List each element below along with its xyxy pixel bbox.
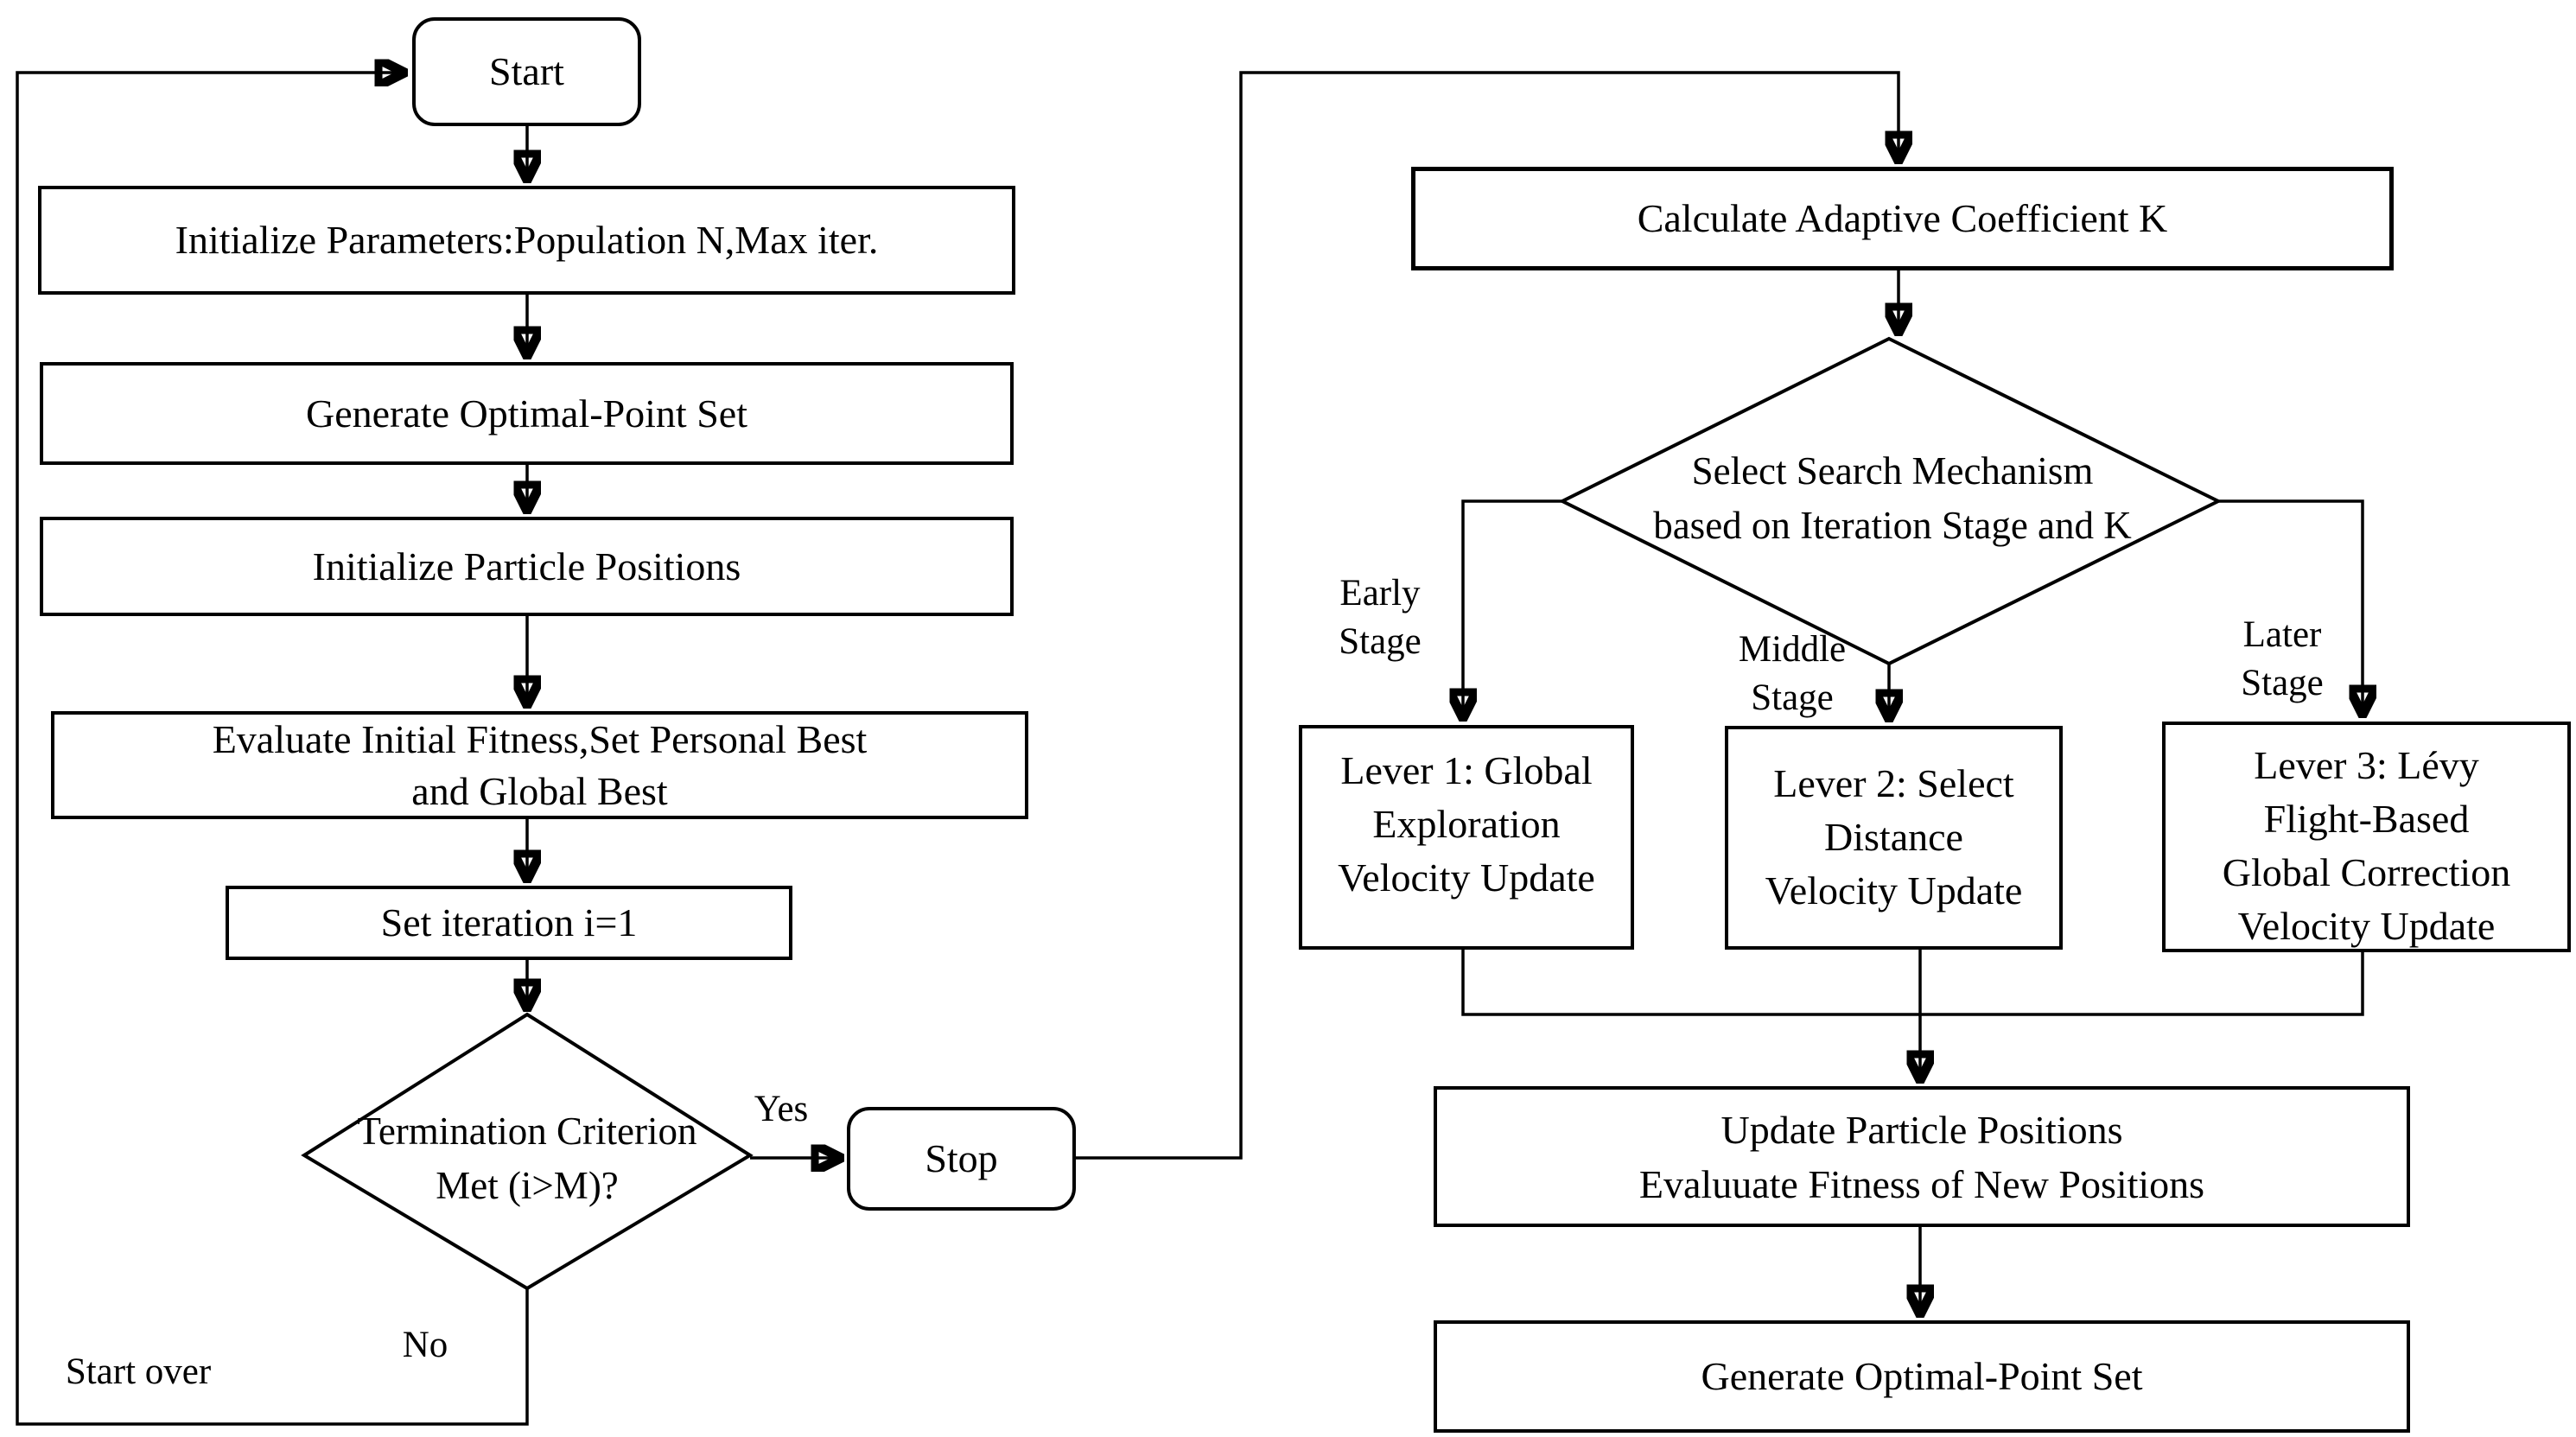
edge-label-start-over-text: Start over <box>65 1351 212 1392</box>
node-initialize-parameters: Initialize Parameters:Population N,Max i… <box>38 186 1015 295</box>
edge-label-early-stage: Early Stage <box>1294 569 1466 666</box>
edge-lever-collector <box>1461 950 2364 1016</box>
decision-select-shape <box>1558 336 2223 666</box>
node-initialize-parameters-label: Initialize Parameters:Population N,Max i… <box>175 218 879 262</box>
node-update-particle-positions-label: Update Particle Positions Evaluuate Fitn… <box>1638 1107 2205 1206</box>
decision-termination-shape <box>301 1012 754 1291</box>
node-initialize-particle-positions-label: Initialize Particle Positions <box>312 544 741 588</box>
node-calculate-adaptive-coefficient: Calculate Adaptive Coefficient K <box>1411 167 2394 270</box>
edge-label-yes-text: Yes <box>754 1089 809 1129</box>
node-evaluate-initial-fitness: Evaluate Initial Fitness,Set Personal Be… <box>51 711 1028 819</box>
edge-early-stage-to-lever1 <box>1463 499 1562 716</box>
edge-label-later-stage-text: Later Stage <box>2241 614 2324 703</box>
node-lever-1-label: Lever 1: Global Exploration Velocity Upd… <box>1338 748 1595 900</box>
node-start: Start <box>412 17 641 126</box>
edge-label-no: No <box>360 1321 490 1370</box>
node-calculate-adaptive-coefficient-label: Calculate Adaptive Coefficient K <box>1637 196 2168 240</box>
node-lever-3: Lever 3: Lévy Flight-Based Global Correc… <box>2162 722 2571 952</box>
node-generate-optimal-point-set-final-label: Generate Optimal-Point Set <box>1701 1354 2143 1398</box>
node-update-particle-positions: Update Particle Positions Evaluuate Fitn… <box>1434 1086 2410 1227</box>
node-generate-optimal-point-set-initial: Generate Optimal-Point Set <box>40 362 1014 465</box>
node-generate-optimal-point-set-final: Generate Optimal-Point Set <box>1434 1320 2410 1433</box>
node-generate-optimal-point-set-initial-label: Generate Optimal-Point Set <box>306 391 747 436</box>
edge-label-middle-stage-text: Middle Stage <box>1738 629 1847 718</box>
node-set-iteration: Set iteration i=1 <box>226 886 792 960</box>
edge-stop-to-calculate <box>1076 71 1899 1160</box>
node-set-iteration-label: Set iteration i=1 <box>380 900 638 944</box>
node-stop-label: Stop <box>925 1136 998 1180</box>
node-lever-1: Lever 1: Global Exploration Velocity Upd… <box>1299 725 1634 950</box>
node-lever-2: Lever 2: Select Distance Velocity Update <box>1725 726 2063 950</box>
edge-label-start-over: Start over <box>30 1348 246 1396</box>
node-initialize-particle-positions: Initialize Particle Positions <box>40 517 1014 616</box>
node-lever-3-label: Lever 3: Lévy Flight-Based Global Correc… <box>2222 743 2511 948</box>
node-evaluate-initial-fitness-label: Evaluate Initial Fitness,Set Personal Be… <box>212 716 868 813</box>
edge-label-no-text: No <box>402 1325 448 1365</box>
node-lever-2-label: Lever 2: Select Distance Velocity Update <box>1765 761 2023 912</box>
decision-termination-criterion: Termination Criterion Met (i>M)? <box>251 1098 804 1219</box>
decision-select-search-mechanism-label: Select Search Mechanism based on Iterati… <box>1653 449 2132 547</box>
edge-label-middle-stage: Middle Stage <box>1706 626 1879 722</box>
edge-label-yes: Yes <box>703 1085 859 1134</box>
edge-label-early-stage-text: Early Stage <box>1339 573 1422 662</box>
edge-later-stage-to-lever3 <box>2218 499 2363 713</box>
edge-label-later-stage: Later Stage <box>2196 611 2369 708</box>
node-start-label: Start <box>489 49 564 93</box>
edge-no-start-over-loop <box>16 73 529 1426</box>
node-stop: Stop <box>847 1107 1076 1211</box>
decision-termination-criterion-label: Termination Criterion Met (i>M)? <box>357 1110 697 1207</box>
decision-select-search-mechanism: Select Search Mechanism based on Iterati… <box>1560 438 2225 559</box>
